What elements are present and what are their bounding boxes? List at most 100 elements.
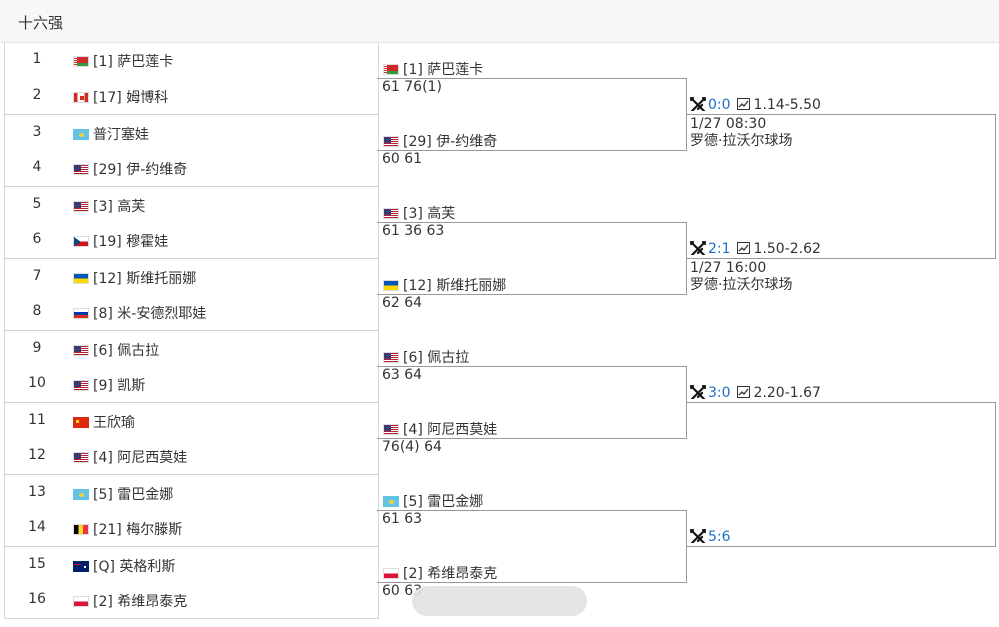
player-entry[interactable]: [5] 雷巴金娜 — [73, 484, 173, 504]
player-name[interactable]: [5] 雷巴金娜 — [93, 487, 174, 503]
player-entry[interactable]: [1] 萨巴莲卡 — [73, 51, 173, 71]
odds-chart-icon[interactable] — [736, 242, 750, 254]
seed-row: 4[29] 伊-约维奇 — [5, 150, 378, 186]
player-entry[interactable]: [Q] 英格利斯 — [73, 556, 175, 576]
player-name[interactable]: 普汀塞娃 — [93, 127, 149, 143]
winner-name[interactable]: [1] 萨巴莲卡 — [403, 62, 484, 78]
match-venue: 罗德·拉沃尔球场 — [690, 133, 793, 149]
player-name[interactable]: [12] 斯维托丽娜 — [93, 271, 197, 287]
head-to-head-icon[interactable] — [689, 384, 707, 401]
seed-number: 8 — [32, 303, 42, 319]
seed-row: 2[17] 姆博科 — [5, 78, 378, 114]
seed-row: 12[4] 阿尼西莫娃 — [5, 438, 378, 474]
country-flag-icon — [383, 280, 399, 291]
bracket-line — [377, 78, 686, 79]
seed-number: 10 — [28, 375, 46, 391]
winner-name[interactable]: [3] 高芙 — [403, 206, 456, 222]
country-flag-icon — [383, 424, 399, 435]
r16-winner[interactable]: [4] 阿尼西莫娃 — [383, 419, 497, 439]
player-name[interactable]: [3] 高芙 — [93, 199, 146, 215]
country-flag-icon — [73, 417, 89, 428]
winner-name[interactable]: [29] 伊-约维奇 — [403, 134, 498, 150]
header-bar: 十六强 — [0, 0, 999, 43]
seed-row: 8 [8] 米-安德烈耶娃 — [5, 294, 378, 330]
player-entry[interactable]: [17] 姆博科 — [73, 87, 168, 107]
match-score: 63 64 — [382, 367, 423, 383]
player-name[interactable]: [9] 凯斯 — [93, 378, 146, 394]
player-name[interactable]: [17] 姆博科 — [93, 90, 169, 106]
odds-chart-icon[interactable] — [736, 98, 750, 110]
match-score: 76(4) 64 — [382, 439, 442, 455]
seed-number: 1 — [32, 51, 42, 67]
bracket-line — [377, 294, 686, 295]
bracket-line — [377, 150, 686, 151]
r16-winner[interactable]: [6] 佩古拉 — [383, 347, 469, 367]
match-score: 60 61 — [382, 151, 423, 167]
r16-winner[interactable]: [29] 伊-约维奇 — [383, 131, 497, 151]
head-to-head-icon[interactable] — [689, 528, 707, 545]
winner-name[interactable]: [2] 希维昂泰克 — [403, 566, 498, 582]
r16-winner[interactable]: [1] 萨巴莲卡 — [383, 59, 483, 79]
player-entry[interactable]: [12] 斯维托丽娜 — [73, 268, 196, 288]
player-entry[interactable]: [29] 伊-约维奇 — [73, 159, 187, 179]
scrollbar-thumb[interactable] — [412, 586, 587, 616]
odds-chart-icon[interactable] — [736, 386, 750, 398]
bracket-line — [377, 510, 686, 511]
player-name[interactable]: [19] 穆霍娃 — [93, 234, 169, 250]
winner-name[interactable]: [6] 佩古拉 — [403, 350, 470, 366]
player-name[interactable]: 王欣瑜 — [93, 415, 135, 431]
head-to-head-score[interactable]: 2:1 — [708, 241, 731, 257]
player-entry[interactable]: [21] 梅尔滕斯 — [73, 519, 182, 539]
bracket-line — [377, 582, 686, 583]
match-time: 1/27 16:00 — [690, 260, 767, 276]
player-name[interactable]: [8] 米-安德烈耶娃 — [93, 306, 207, 322]
player-entry[interactable]: [8] 米-安德烈耶娃 — [73, 303, 206, 323]
player-name[interactable]: [Q] 英格利斯 — [93, 559, 176, 575]
head-to-head-score[interactable]: 5:6 — [708, 529, 731, 545]
head-to-head-score[interactable]: 3:0 — [708, 385, 731, 401]
seed-row: 14[21] 梅尔滕斯 — [5, 510, 378, 546]
seed-row: 10 [9] 凯斯 — [5, 366, 378, 402]
country-flag-icon — [73, 236, 89, 247]
r16-winner[interactable]: [2] 希维昂泰克 — [383, 563, 497, 583]
head-to-head-icon[interactable] — [689, 96, 707, 113]
winner-name[interactable]: [12] 斯维托丽娜 — [403, 278, 507, 294]
seed-number: 3 — [32, 124, 42, 140]
player-entry[interactable]: [4] 阿尼西莫娃 — [73, 447, 187, 467]
country-flag-icon — [73, 273, 89, 284]
player-name[interactable]: [6] 佩古拉 — [93, 343, 160, 359]
player-entry[interactable]: 普汀塞娃 — [73, 124, 149, 144]
seed-row: 1 [1] 萨巴莲卡 — [5, 42, 378, 78]
player-entry[interactable]: [6] 佩古拉 — [73, 340, 159, 360]
player-name[interactable]: [1] 萨巴莲卡 — [93, 54, 174, 70]
player-entry[interactable]: [2] 希维昂泰克 — [73, 591, 187, 611]
seed-row: 9[6] 佩古拉 — [5, 330, 378, 367]
winner-name[interactable]: [4] 阿尼西莫娃 — [403, 422, 498, 438]
player-name[interactable]: [29] 伊-约维奇 — [93, 162, 188, 178]
seed-number: 11 — [28, 412, 46, 428]
country-flag-icon — [73, 201, 89, 212]
seed-row: 7[12] 斯维托丽娜 — [5, 258, 378, 295]
match-score: 62 64 — [382, 295, 423, 311]
country-flag-icon — [73, 596, 89, 607]
match-time: 1/27 08:30 — [690, 116, 767, 132]
bracket-line — [686, 258, 996, 259]
player-entry[interactable]: [19] 穆霍娃 — [73, 231, 168, 251]
seed-row: 16 [2] 希维昂泰克 — [5, 582, 378, 618]
winner-name[interactable]: [5] 雷巴金娜 — [403, 494, 484, 510]
seed-row: 13[5] 雷巴金娜 — [5, 474, 378, 511]
country-flag-icon — [73, 308, 89, 319]
player-name[interactable]: [2] 希维昂泰克 — [93, 594, 188, 610]
r16-winner[interactable]: [12] 斯维托丽娜 — [383, 275, 506, 295]
r16-winner[interactable]: [3] 高芙 — [383, 203, 455, 223]
r16-winner[interactable]: [5] 雷巴金娜 — [383, 491, 483, 511]
player-entry[interactable]: [3] 高芙 — [73, 196, 145, 216]
player-name[interactable]: [21] 梅尔滕斯 — [93, 522, 183, 538]
player-entry[interactable]: [9] 凯斯 — [73, 375, 145, 395]
player-name[interactable]: [4] 阿尼西莫娃 — [93, 450, 188, 466]
head-to-head-score[interactable]: 0:0 — [708, 97, 731, 113]
head-to-head-icon[interactable] — [689, 240, 707, 257]
seed-number: 16 — [28, 591, 46, 607]
player-entry[interactable]: 王欣瑜 — [73, 412, 135, 432]
